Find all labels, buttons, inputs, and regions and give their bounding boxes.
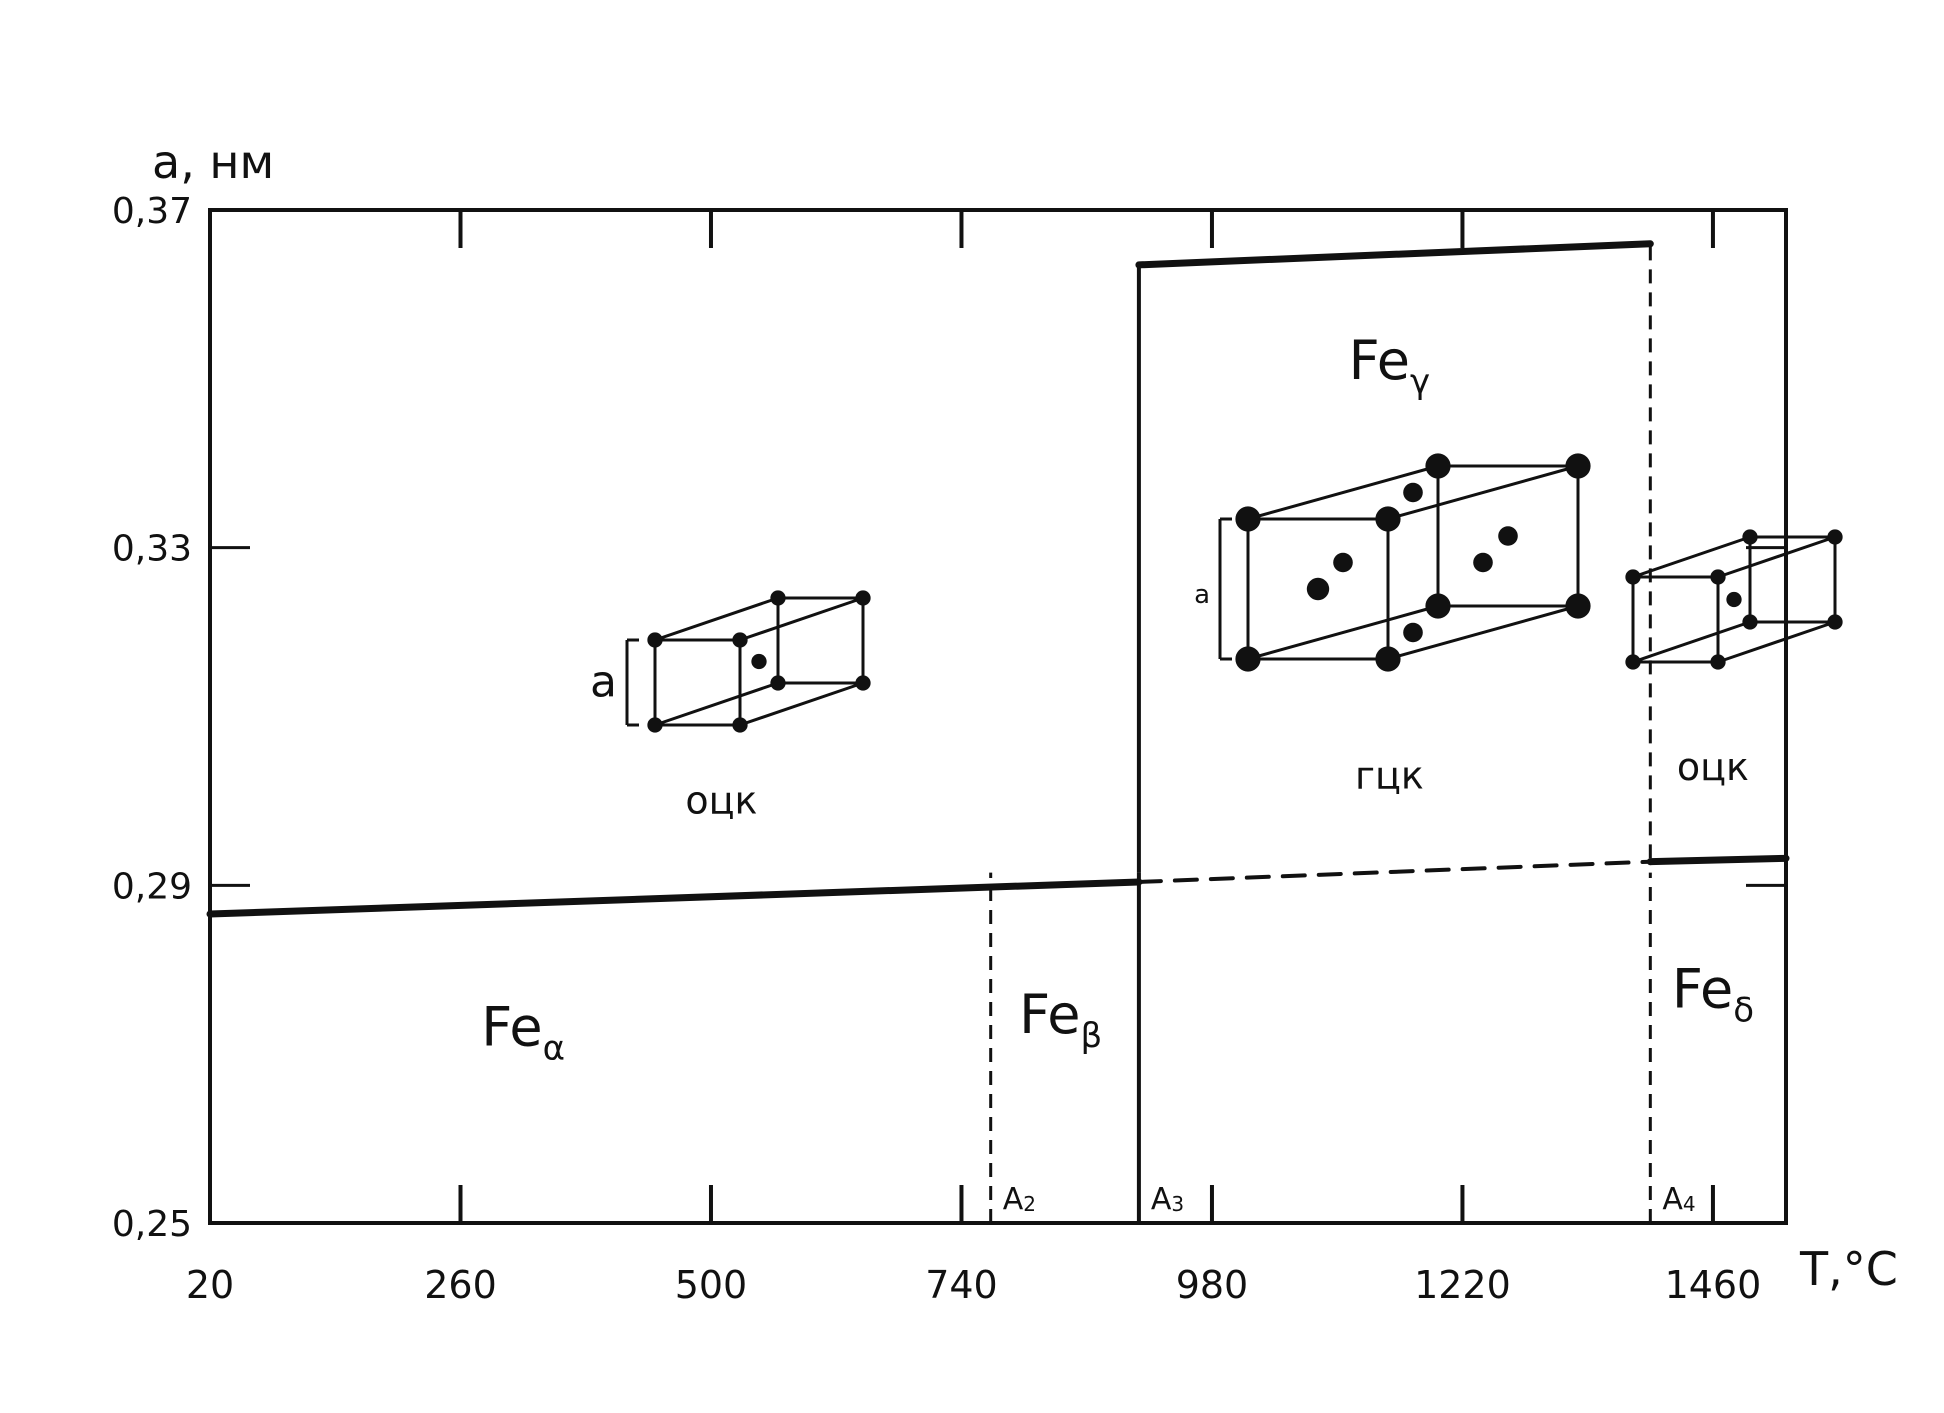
cell-edge: [1748, 535, 1837, 624]
atom: [1235, 646, 1261, 672]
x-tick-label: 260: [424, 1263, 497, 1307]
x-tick-label: 20: [186, 1263, 234, 1307]
atom: [732, 717, 748, 733]
x-tick-label: 500: [675, 1263, 748, 1307]
atom: [1827, 614, 1843, 630]
x-tick-label: 740: [925, 1263, 998, 1307]
y-tick-label: 0,33: [112, 529, 192, 570]
x-tick-label: 1460: [1665, 1263, 1762, 1307]
atom: [855, 675, 871, 691]
cell-edge: [1632, 620, 1751, 664]
crystal-cells: aa: [590, 453, 1843, 733]
cell-edge: [739, 596, 864, 642]
axis-ticks: 20 260 500 740 980 1220 1460 0,37 0,33 0,29 0,25: [112, 191, 1786, 1307]
phase-label: Feβ: [1019, 983, 1102, 1056]
atom: [1625, 569, 1641, 585]
cell-edge: [1247, 464, 1439, 521]
atom: [855, 590, 871, 606]
cell-edge: [1632, 535, 1751, 579]
phase-label: Feα: [481, 996, 565, 1069]
atom: [1473, 552, 1493, 573]
bcc-cell-drawing: a: [590, 590, 871, 733]
transition-label: A2: [1003, 1182, 1036, 1217]
cell-edge: [1717, 620, 1836, 664]
atom: [1742, 614, 1758, 630]
y-axis-label: a, нм: [152, 135, 274, 189]
atom: [1726, 591, 1742, 608]
transition-label: A3: [1151, 1182, 1184, 1217]
x-tick-label: 980: [1176, 1263, 1249, 1307]
atom: [1625, 654, 1641, 670]
phase-label: Feδ: [1672, 958, 1754, 1031]
lattice-type-label: оцк: [1677, 745, 1749, 789]
lattice-type-label: гцк: [1355, 753, 1424, 797]
atom: [1375, 506, 1401, 532]
atom: [732, 632, 748, 648]
atom: [647, 632, 663, 648]
atom: [1425, 453, 1451, 479]
series-line: [1135, 240, 1654, 269]
cell-edge: [1247, 604, 1439, 661]
phase-label: Feγ: [1349, 329, 1430, 402]
cell-edge: [653, 638, 742, 727]
plot-border: [208, 208, 1788, 1225]
transition-label: A4: [1662, 1182, 1695, 1217]
cell-edge: [739, 681, 864, 727]
atom: [1235, 506, 1261, 532]
atom: [1565, 453, 1591, 479]
atom: [751, 653, 767, 670]
plot-frame: [208, 208, 1788, 1225]
y-tick-label: 0,37: [112, 191, 192, 232]
atom: [1565, 593, 1591, 619]
atom: [1375, 646, 1401, 672]
cell-edge: [1387, 604, 1579, 661]
fcc-cell-drawing: a: [1194, 453, 1591, 672]
bcc-cell-drawing: [1625, 529, 1843, 670]
lattice-type-label: оцк: [685, 779, 757, 823]
cell-size-label: a: [1194, 580, 1210, 610]
cell-edge: [1717, 535, 1836, 579]
atom: [1425, 593, 1451, 619]
atom: [647, 717, 663, 733]
atom: [770, 590, 786, 606]
cell-edge: [1387, 464, 1579, 521]
series-line: [1646, 854, 1790, 866]
y-tick-label: 0,29: [112, 866, 192, 907]
series-line: [206, 878, 1143, 918]
cell-edge: [654, 596, 779, 642]
cell-edge: [654, 681, 779, 727]
cell-edge: [776, 596, 865, 685]
atom: [1710, 654, 1726, 670]
x-tick-label: 1220: [1414, 1263, 1511, 1307]
atom: [1306, 577, 1330, 601]
cell-size-label: a: [590, 657, 617, 708]
atom: [1742, 529, 1758, 545]
cell-edge: [1631, 575, 1720, 664]
atom: [1333, 552, 1353, 573]
atom: [1827, 529, 1843, 545]
atom: [1710, 569, 1726, 585]
data-lines: [206, 240, 1790, 1223]
series-line: [1136, 859, 1653, 884]
atom: [1498, 526, 1518, 546]
atom: [770, 675, 786, 691]
atom: [1403, 482, 1423, 503]
y-tick-label: 0,25: [112, 1204, 192, 1245]
x-axis-label: T,°C: [1799, 1242, 1898, 1296]
atom: [1403, 622, 1423, 643]
